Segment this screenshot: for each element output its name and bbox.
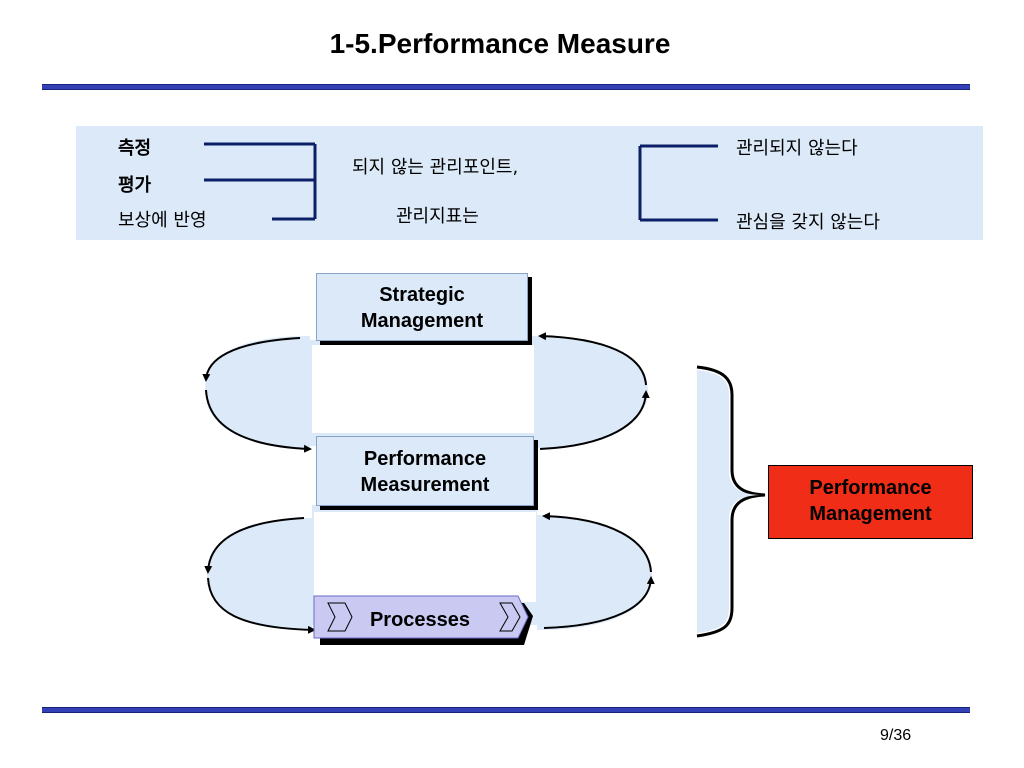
performance-management-box: Performance Management <box>768 465 973 539</box>
curly-brace <box>696 365 766 638</box>
measurement-line2: Measurement <box>360 474 490 496</box>
processes-label: Processes <box>369 609 471 631</box>
strategic-line1: Strategic <box>379 284 465 306</box>
lower-left-loop-arrow <box>204 517 305 574</box>
upper-right-loop-arrow <box>539 390 650 450</box>
page-number: 9/36 <box>880 727 912 744</box>
upper-right-loop-arrow-top <box>538 332 647 386</box>
strategic-management-box: Strategic Management <box>316 273 528 341</box>
upper-left-loop-arrow-bottom <box>205 389 312 453</box>
top-divider <box>42 84 970 90</box>
performance-measurement-box: Performance Measurement <box>316 436 534 506</box>
lower-right-loop-arrow-top <box>542 512 652 573</box>
page-title: 1-5.Performance Measure <box>329 28 671 59</box>
loop-middle-white <box>312 345 536 602</box>
item-evaluate: 평가 <box>118 175 152 196</box>
middle-text-line2: 관리지표는 <box>396 206 479 227</box>
bottom-divider <box>42 707 970 713</box>
right-text-bottom: 관심을 갖지 않는다 <box>736 212 880 233</box>
upper-left-loop-arrow <box>202 337 301 382</box>
lower-right-loop-arrow <box>543 576 655 629</box>
lower-left-loop-arrow-bottom <box>207 577 316 634</box>
brace-fill <box>697 370 760 633</box>
management-line2: Management <box>809 503 932 525</box>
middle-text-line1: 되지 않는 관리포인트, <box>352 157 519 178</box>
measurement-line1: Performance <box>363 448 487 470</box>
strategic-line2: Management <box>360 310 484 332</box>
management-line1: Performance <box>809 477 932 499</box>
right-bracket <box>638 144 718 222</box>
processes-arrow-shape <box>313 595 533 645</box>
item-reward: 보상에 반영 <box>118 210 207 231</box>
right-text-top: 관리되지 않는다 <box>736 138 858 159</box>
left-bracket <box>204 142 317 221</box>
item-measure: 측정 <box>118 138 152 159</box>
